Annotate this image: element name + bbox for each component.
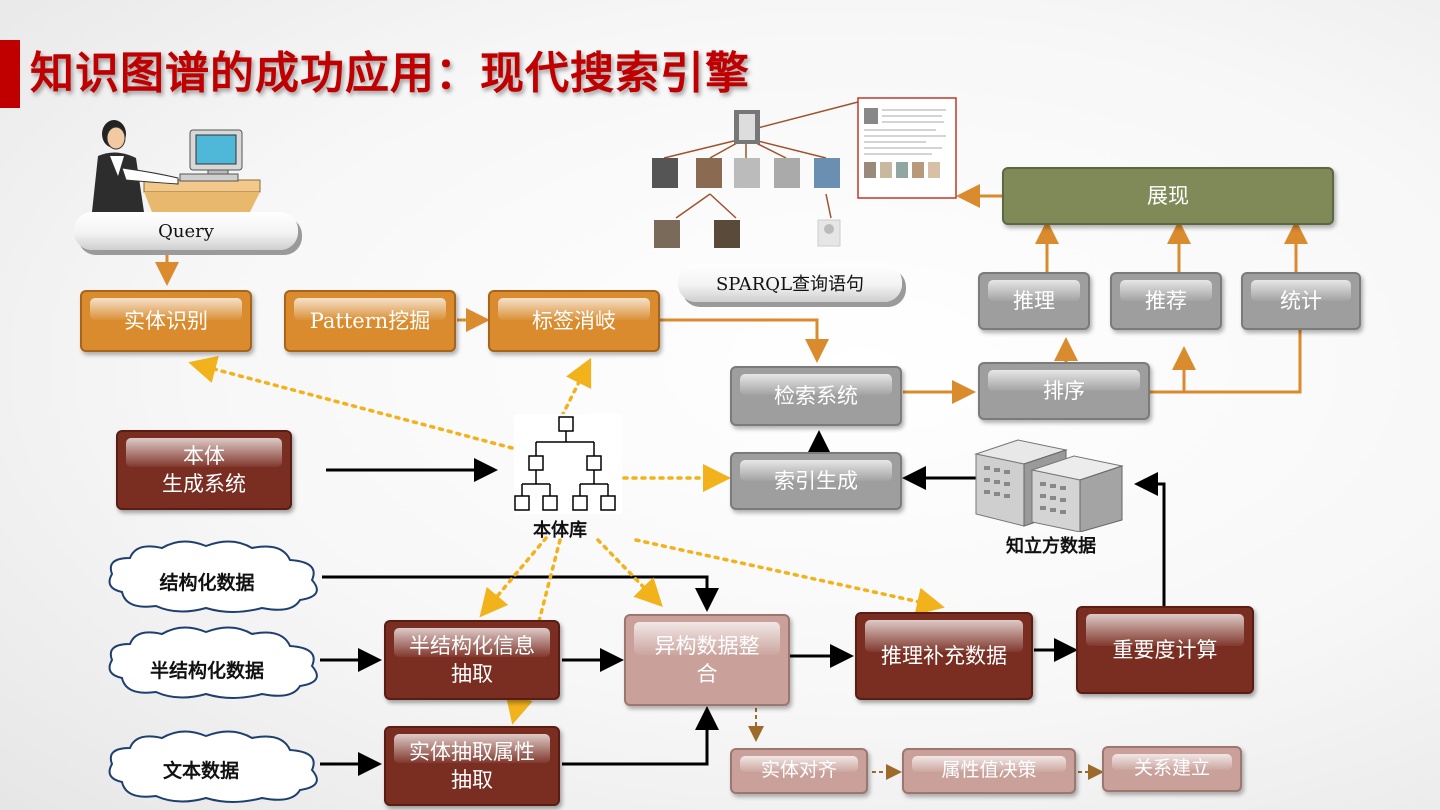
entity-recognition-box[interactable]: 实体识别 [80,290,252,352]
relation-building-label: 关系建立 [1133,757,1210,780]
index-generation-box[interactable]: 索引生成 [730,452,902,510]
hetero-integration-label-line1: 异构数据整 [654,633,760,658]
cube-data-label: 知立方数据 [1006,536,1096,557]
user-at-computer-illustration [92,120,261,212]
importance-calculation-box[interactable]: 重要度计算 [1076,606,1254,694]
semi-structured-data-label: 半结构化数据 [149,660,264,682]
reasoning-label: 推理 [1013,288,1055,313]
importance-calculation-label: 重要度计算 [1112,637,1218,662]
ontology-generation-label-line2: 生成系统 [162,472,246,496]
label-disambiguation-box[interactable]: 标签消岐 [488,290,660,352]
pattern-mining-box[interactable]: Pattern挖掘 [284,290,456,352]
entity-alignment-label: 实体对齐 [760,759,837,782]
retrieval-system-box[interactable]: 检索系统 [730,366,902,426]
attribute-decision-label: 属性值决策 [941,759,1037,782]
page-title: 知识图谱的成功应用：现代搜索引擎 [30,48,750,99]
semi-structured-extraction-box[interactable]: 半结构化信息 抽取 [384,620,560,700]
statistics-box[interactable]: 统计 [1241,272,1361,330]
entity-alignment-box[interactable]: 实体对齐 [730,748,868,794]
hetero-integration-label-line2: 合 [696,662,718,686]
knowledge-graph-screenshot [652,97,957,248]
pattern-mining-label: Pattern挖掘 [309,308,431,333]
display-box[interactable]: 展现 [1002,167,1334,225]
entity-extraction-label-line1: 实体抽取属性 [409,739,535,764]
structured-data-label: 结构化数据 [159,572,255,594]
entity-extraction-label-line2: 抽取 [451,768,493,792]
sparql-pill[interactable]: SPARQL查询语句 [678,264,902,302]
retrieval-system-label: 检索系统 [774,383,858,408]
text-data-label: 文本数据 [162,760,239,782]
ontology-generation-label-line1: 本体 [183,443,225,468]
title-accent-bar [0,40,20,108]
index-generation-label: 索引生成 [774,468,858,493]
ranking-label: 排序 [1043,378,1085,403]
semi-extraction-label-line1: 半结构化信息 [409,633,535,658]
heterogeneous-integration-box[interactable]: 异构数据整 合 [624,614,790,706]
display-label: 展现 [1147,183,1189,208]
relation-building-box[interactable]: 关系建立 [1102,746,1242,792]
attribute-decision-box[interactable]: 属性值决策 [902,748,1076,794]
entity-recognition-label: 实体识别 [124,308,208,333]
reasoning-box[interactable]: 推理 [978,272,1090,330]
entity-attribute-extraction-box[interactable]: 实体抽取属性 抽取 [384,726,560,806]
semi-structured-data-cloud-icon [108,626,318,699]
recommendation-label: 推荐 [1145,288,1187,313]
statistics-label: 统计 [1280,288,1322,313]
server-icon [974,439,1124,532]
label-disambiguation-label: 标签消岐 [532,308,616,333]
query-pill[interactable]: Query [74,212,298,250]
inference-supplement-box[interactable]: 推理补充数据 [855,612,1033,700]
ontology-tree-icon [514,414,622,514]
ontology-generation-box[interactable]: 本体 生成系统 [116,430,292,510]
ontology-library-label: 本体库 [533,520,587,541]
inference-supplement-label: 推理补充数据 [881,643,1007,668]
text-data-cloud-icon [108,730,318,803]
ranking-box[interactable]: 排序 [978,362,1150,420]
recommendation-box[interactable]: 推荐 [1110,272,1222,330]
semi-extraction-label-line2: 抽取 [451,662,493,686]
structured-data-cloud-icon [108,540,318,613]
